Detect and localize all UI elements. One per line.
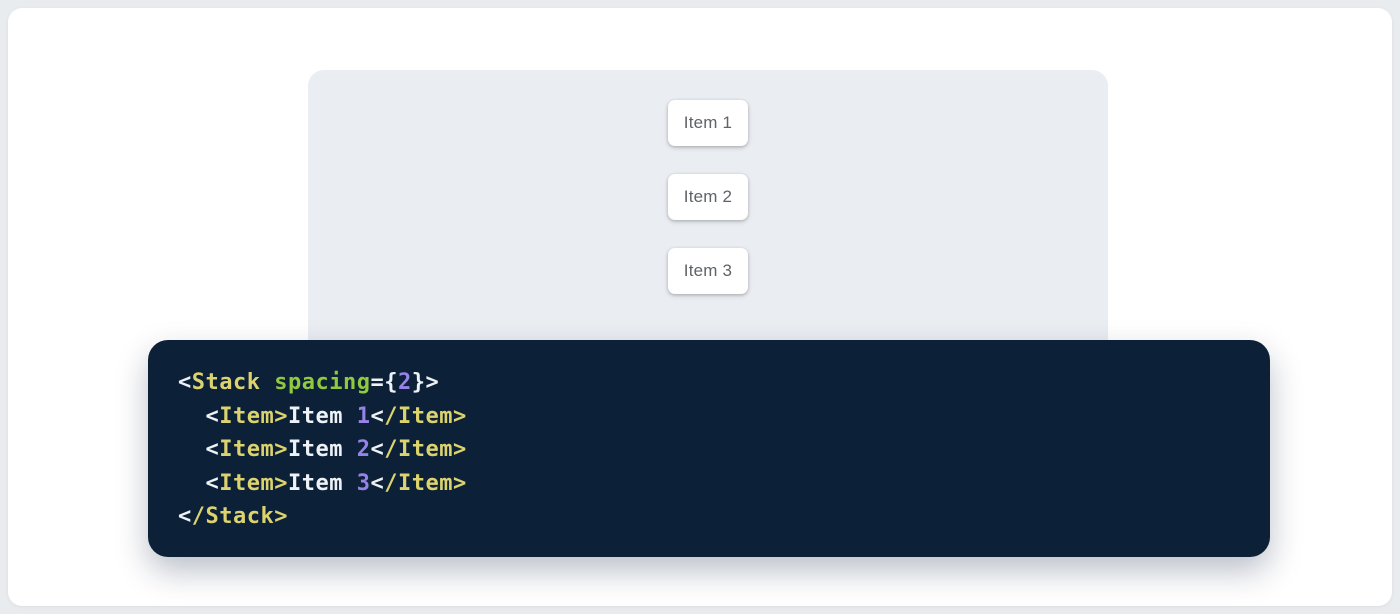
code-token-plain: < bbox=[205, 403, 220, 429]
code-token-tag: /Item> bbox=[384, 470, 467, 496]
page-card: Item 1 Item 2 Item 3 <Stack spacing={2}>… bbox=[8, 8, 1392, 606]
code-token-plain: Item bbox=[287, 470, 357, 496]
code-token-plain: < bbox=[370, 403, 385, 429]
code-snippet: <Stack spacing={2}> <Item>Item 1</Item> … bbox=[148, 340, 1270, 557]
code-line: </Stack> bbox=[178, 500, 1240, 534]
code-token-tag: /Item> bbox=[384, 403, 467, 429]
code-token-plain: < bbox=[205, 437, 220, 462]
code-token-plain: < bbox=[178, 504, 192, 529]
code-token-plain: < bbox=[370, 470, 385, 496]
code-token-tag: /Stack> bbox=[191, 504, 288, 529]
code-token-plain: Item bbox=[287, 437, 357, 462]
code-line: <Item>Item 2</Item> bbox=[178, 433, 1240, 467]
code-token-plain: }> bbox=[411, 370, 440, 395]
code-token-plain: < bbox=[370, 437, 385, 462]
code-token-number: 1 bbox=[356, 403, 371, 429]
code-line: <Stack spacing={2}> bbox=[178, 366, 1240, 400]
code-token-plain bbox=[178, 437, 206, 462]
code-line: <Item>Item 3</Item> bbox=[178, 467, 1240, 501]
code-token-tag: Stack bbox=[191, 370, 261, 395]
code-token-plain: < bbox=[178, 370, 192, 395]
code-token-tag: Item> bbox=[219, 437, 288, 462]
code-token-plain: Item bbox=[287, 403, 357, 429]
code-lines: <Stack spacing={2}> <Item>Item 1</Item> … bbox=[178, 366, 1240, 534]
stack-item: Item 2 bbox=[668, 174, 748, 220]
code-token-plain bbox=[178, 404, 206, 429]
code-token-tag: Item> bbox=[219, 470, 288, 496]
code-token-number: 2 bbox=[356, 437, 371, 462]
code-token-attr: spacing bbox=[274, 370, 371, 395]
stack-demo-panel: Item 1 Item 2 Item 3 bbox=[308, 70, 1108, 368]
stack-item: Item 1 bbox=[668, 100, 748, 146]
code-token-plain: < bbox=[205, 470, 220, 496]
stack-item: Item 3 bbox=[668, 248, 748, 294]
code-token-plain bbox=[260, 370, 274, 395]
code-line: <Item>Item 1</Item> bbox=[178, 400, 1240, 434]
code-token-tag: Item> bbox=[219, 403, 288, 429]
code-token-number: 2 bbox=[397, 370, 412, 395]
code-token-plain bbox=[178, 471, 206, 496]
code-token-tag: /Item> bbox=[384, 437, 467, 462]
code-token-plain: ={ bbox=[370, 370, 398, 395]
code-token-number: 3 bbox=[356, 470, 371, 496]
